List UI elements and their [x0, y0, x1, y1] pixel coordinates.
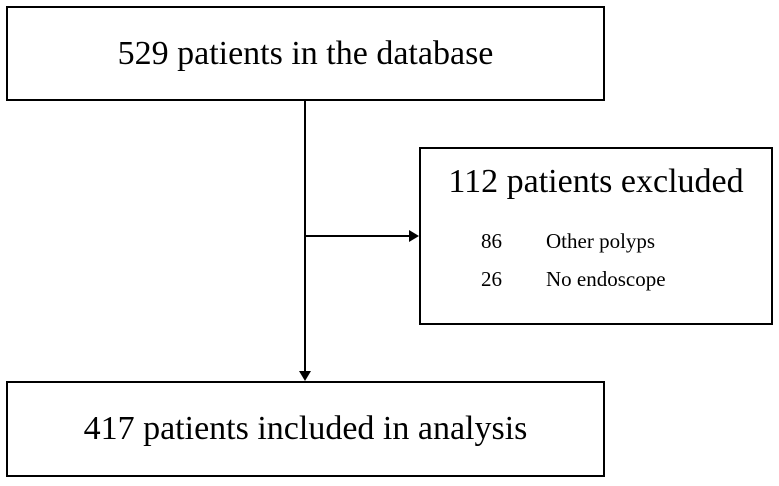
- exclusion-branch-arrowhead: [409, 230, 419, 242]
- included-patients-box: 417 patients included in analysis: [6, 381, 605, 477]
- database-patients-text: 529 patients in the database: [117, 34, 494, 72]
- exclusion-reason-count: 86: [481, 229, 502, 253]
- exclusion-reason-label: Other polyps: [546, 229, 656, 253]
- excluded-patients-title: 112 patients excluded: [448, 163, 744, 200]
- main-flow-arrowhead: [299, 371, 311, 381]
- exclusion-reason-label: No endoscope: [546, 267, 666, 291]
- included-patients-text: 417 patients included in analysis: [83, 410, 528, 447]
- excluded-patients-box: 112 patients excluded 86 Other polyps 26…: [419, 147, 773, 325]
- exclusion-reason-count: 26: [481, 267, 502, 291]
- database-patients-box: 529 patients in the database: [6, 6, 605, 101]
